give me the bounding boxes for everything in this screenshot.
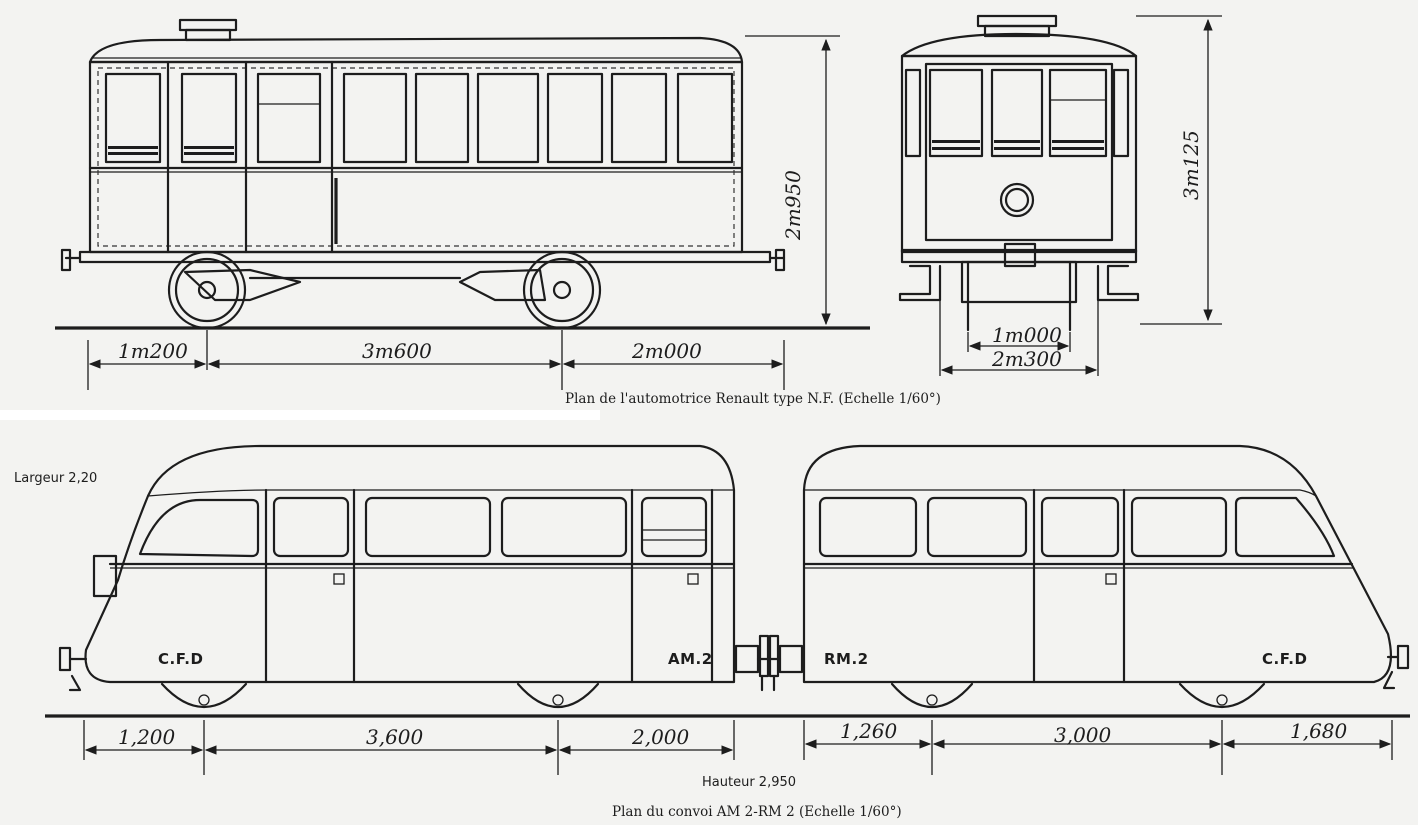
rm2-wheel-rear	[1178, 682, 1266, 708]
bottom-plan-caption: Plan du convoi AM 2-RM 2 (Echelle 1/60°)	[612, 804, 902, 820]
side-height-label: 2m950	[781, 170, 805, 241]
width-note: Largeur 2,20	[14, 471, 97, 486]
dim-2m000: 2m000	[631, 339, 702, 363]
side-windows	[104, 72, 734, 164]
end-roof	[900, 32, 1138, 58]
rm2-marking-left: RM.2	[824, 650, 869, 668]
end-width-dimensions: 1m000 2m300	[939, 300, 1099, 376]
dim-1200: 1,200	[118, 725, 176, 749]
headlamp	[999, 182, 1035, 218]
side-elevation-railcar: 2m950 1m200 3m600 2m000	[55, 18, 870, 390]
dim-3m600: 3m600	[362, 339, 432, 363]
end-elevation-railcar: 3m125 1m000 2m300	[898, 14, 1222, 376]
top-plan-caption: Plan de l'automotrice Renault type N.F. …	[565, 391, 941, 407]
height-note: Hauteur 2,950	[702, 775, 796, 790]
am2-wheel-rear	[516, 682, 600, 708]
dim-2m300: 2m300	[991, 347, 1062, 371]
rm2-body	[802, 444, 1392, 684]
end-windows	[904, 68, 1130, 158]
dim-1m000: 1m000	[992, 323, 1062, 347]
wheel-front	[167, 250, 302, 330]
dim-2000: 2,000	[631, 725, 690, 749]
rm2-trailer: RM.2 C.F.D	[802, 444, 1410, 708]
dim-3000: 3,000	[1054, 723, 1112, 747]
end-height-label: 3m125	[1179, 130, 1203, 200]
rm2-windows	[818, 496, 1336, 558]
am2-marking-left: C.F.D	[158, 650, 203, 668]
dim-1260: 1,260	[840, 719, 898, 743]
wheel-rear	[458, 250, 602, 330]
coupling	[734, 634, 804, 692]
bottom-dimensions: 1,200 3,600 2,000 1,260 3,000 1,680	[83, 719, 1393, 775]
am2-marking-right: AM.2	[668, 650, 713, 668]
am2-windows	[138, 496, 708, 558]
am2-wheel-front	[160, 682, 248, 708]
rm2-wheel-front	[890, 682, 974, 708]
roof-vent	[178, 18, 238, 32]
dim-1m200: 1m200	[118, 339, 188, 363]
plate-divider	[0, 410, 600, 420]
am2-railcar: C.F.D AM.2	[58, 444, 736, 708]
side-length-dimensions: 1m200 3m600 2m000	[87, 330, 785, 390]
end-roof-vent	[976, 14, 1058, 28]
rm2-marking-right: C.F.D	[1262, 650, 1307, 668]
dim-3600: 3,600	[366, 725, 424, 749]
dim-1680: 1,680	[1290, 719, 1348, 743]
roof	[88, 36, 744, 64]
end-body	[900, 54, 1138, 254]
